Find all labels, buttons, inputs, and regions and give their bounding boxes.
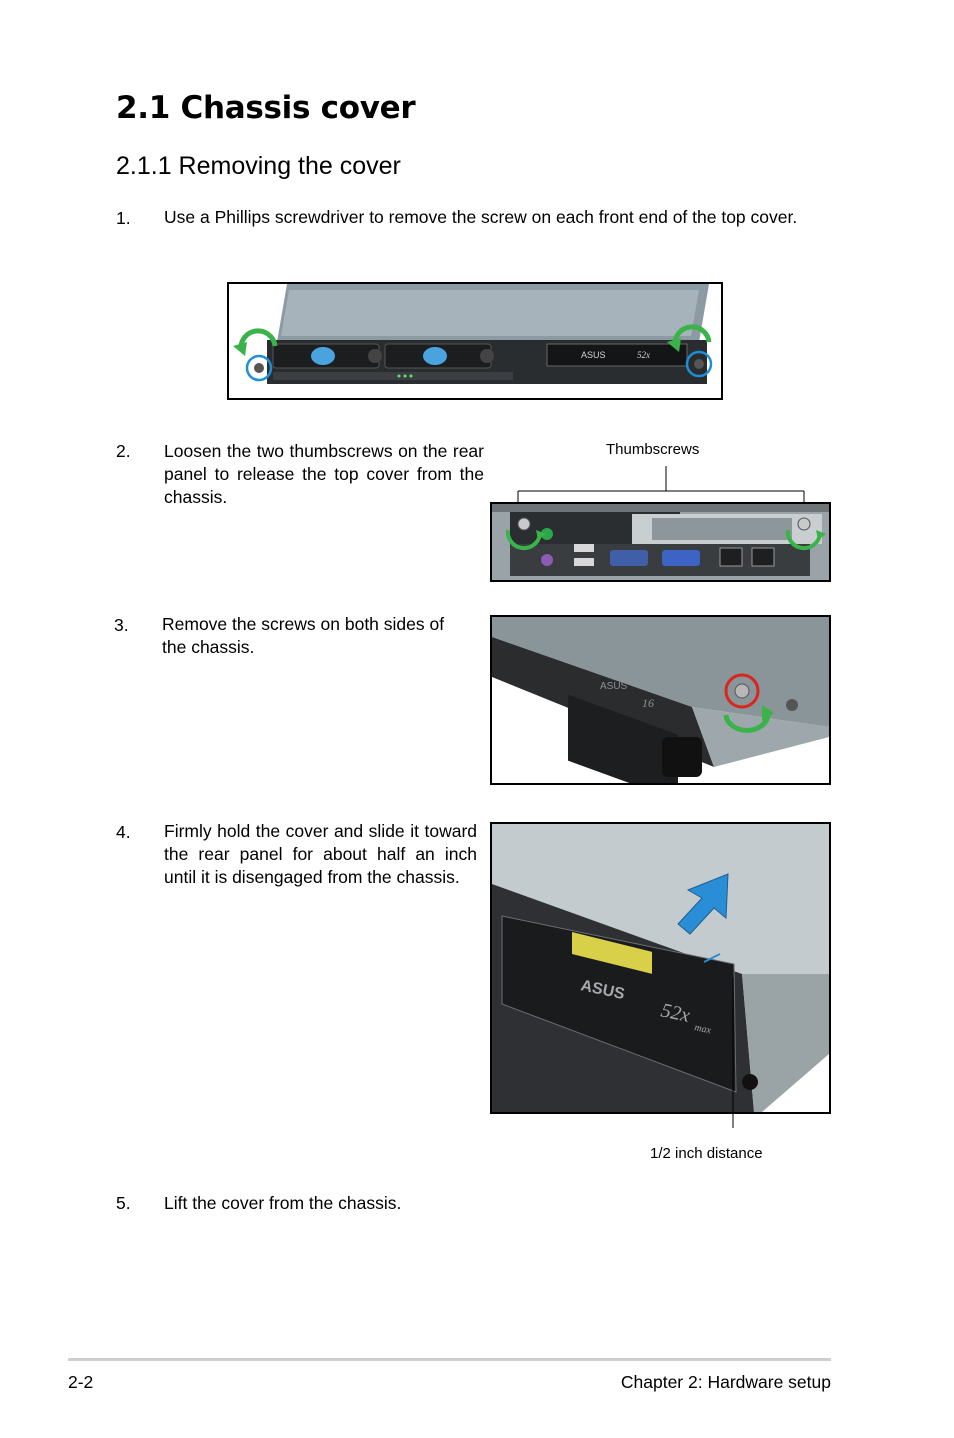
rear-panel-illustration [492,504,829,580]
rotate-right-arrow-icon [672,324,712,347]
section-subtitle: 2.1.1 Removing the cover [116,152,401,180]
step-2-text: Loosen the two thumbscrews on the rear p… [164,441,484,507]
slide-cover-illustration: ASUS 52x max [492,824,829,1112]
step-1-text: Use a Phillips screwdriver to remove the… [164,207,798,227]
half-inch-callout: 1/2 inch distance [650,1145,763,1162]
step-3-text: Remove the screws on both sides of the c… [162,614,445,657]
rotate-left-arrow-icon [238,328,278,351]
front-panel-illustration: ASUS 52x [229,284,721,398]
side-screws-figure: ASUS 16 [490,615,831,785]
step-4-number: 4. [116,822,131,842]
distance-leader-line [732,978,734,1128]
side-rotate-icon [723,712,771,733]
slide-direction-arrow-icon [677,873,729,935]
step-4-text: Firmly hold the cover and slide it towar… [164,821,477,887]
slide-drive-suffix: max [693,1022,712,1036]
page-number: 2-2 [68,1372,94,1392]
right-screw-highlight [685,350,713,378]
front-panel-figure: ASUS 52x [227,282,723,400]
side-drive-speed: 16 [642,696,654,710]
slide-cover-figure: ASUS 52x max [490,822,831,1114]
thumbscrews-callout: Thumbscrews [606,441,700,458]
side-screws-illustration: ASUS 16 [492,617,829,783]
rear-panel-figure [490,502,831,582]
step-2-number: 2. [116,441,131,461]
footer-divider [68,1358,831,1361]
step-1-number: 1. [116,208,131,228]
chapter-title: Chapter 2: Hardware setup [620,1372,831,1392]
page-title: 2.1 Chassis cover [116,90,416,126]
front-drive-speed: 52x [637,350,650,360]
side-screw-highlight [724,673,760,709]
left-screw-highlight [245,354,273,382]
side-drive-brand: ASUS [600,681,628,692]
front-drive-brand: ASUS [581,350,606,360]
step-5-number: 5. [116,1193,131,1213]
step-3-number: 3. [114,615,129,635]
step-5-text: Lift the cover from the chassis. [164,1193,402,1213]
